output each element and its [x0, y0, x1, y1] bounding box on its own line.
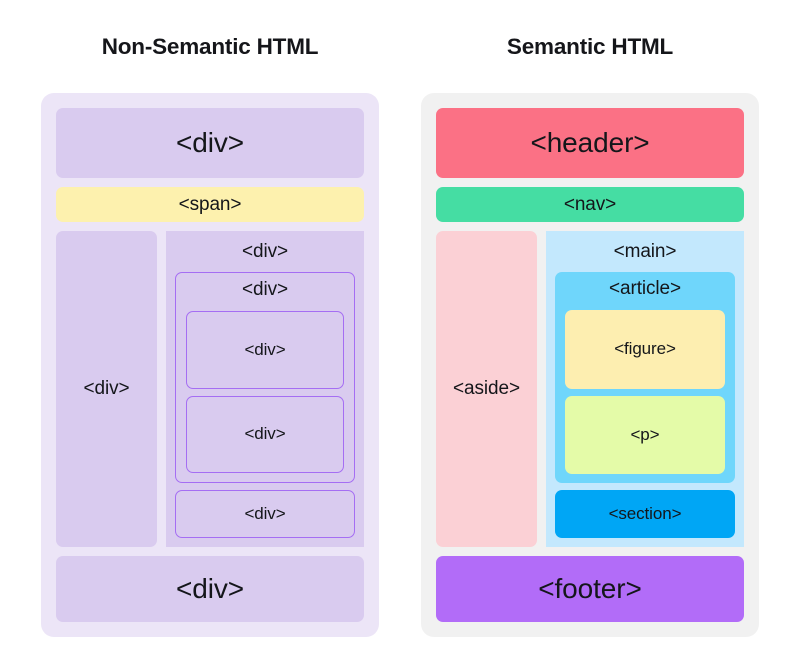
non-semantic-panel: <div> <span> <div> <div> <div> <div> [41, 93, 379, 637]
div-sidebar-block: <div> [56, 231, 157, 547]
non-semantic-title: Non-Semantic HTML [101, 34, 319, 59]
header-label: <header> [530, 127, 650, 158]
div-leaf-one-label: <div> [244, 339, 286, 359]
aside-block: <aside> [436, 231, 537, 547]
span-block: <span> [56, 187, 364, 222]
aside-label: <aside> [453, 378, 520, 399]
paragraph-label: <p> [630, 424, 660, 444]
div-sidebar-label: <div> [83, 378, 130, 399]
section-label: <section> [608, 504, 682, 523]
non-semantic-body-row: <div> <div> <div> <div> <div> [56, 231, 364, 547]
div-main-label: <div> [242, 241, 288, 262]
header-block: <header> [436, 108, 744, 178]
article-label: <article> [609, 278, 681, 299]
div-nested-block: <div> <div> <div> [175, 272, 355, 483]
div-header-block: <div> [56, 108, 364, 178]
div-leaf-one-block: <div> [186, 311, 344, 389]
main-label: <main> [613, 241, 677, 262]
main-block: <main> <article> <figure> <p> <section> [546, 231, 744, 547]
section-block: <section> [555, 490, 735, 538]
figure-label: <figure> [614, 339, 676, 359]
semantic-column: Semantic HTML <header> <nav> <aside> <ma… [421, 0, 759, 658]
non-semantic-column: Non-Semantic HTML <div> <span> <div> <di… [41, 0, 379, 658]
div-sibling-block: <div> [175, 490, 355, 538]
nav-block: <nav> [436, 187, 744, 222]
semantic-title: Semantic HTML [506, 34, 674, 59]
div-footer-label: <div> [176, 573, 244, 604]
nav-label: <nav> [563, 193, 617, 215]
span-label: <span> [178, 193, 242, 215]
div-nested-label: <div> [242, 279, 288, 300]
paragraph-block: <p> [565, 395, 725, 474]
div-sibling-label: <div> [244, 504, 286, 523]
article-block: <article> <figure> <p> [555, 272, 735, 483]
footer-block: <footer> [436, 556, 744, 622]
footer-label: <footer> [538, 573, 642, 604]
div-leaf-two-label: <div> [244, 424, 286, 444]
semantic-panel: <header> <nav> <aside> <main> <article> … [421, 93, 759, 637]
figure-block: <figure> [565, 310, 725, 389]
div-footer-block: <div> [56, 556, 364, 622]
semantic-body-row: <aside> <main> <article> <figure> <p> [436, 231, 744, 547]
div-header-label: <div> [176, 127, 244, 158]
div-leaf-two-block: <div> [186, 395, 344, 473]
div-main-block: <div> <div> <div> <div> <div> [166, 231, 364, 547]
